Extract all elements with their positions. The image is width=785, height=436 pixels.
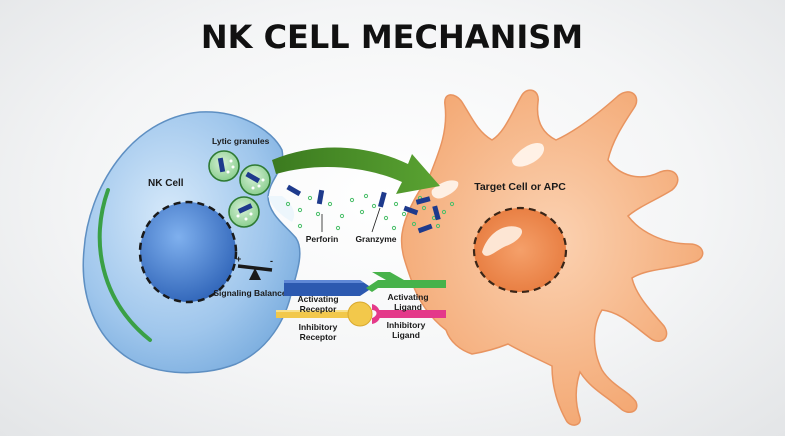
activating-receptor xyxy=(284,280,372,296)
inhibitory-receptor-label-line1: Inhibitory xyxy=(299,322,338,332)
inhibitory-receptor xyxy=(276,301,373,327)
lytic-granule xyxy=(208,150,240,182)
granzyme-label: Granzyme xyxy=(355,234,396,244)
inhibitory-ligand-label-line1: Inhibitory xyxy=(387,320,426,330)
nk-cell: Lytic granules NK Cell + - Signaling Bal… xyxy=(82,111,301,374)
granzyme-pointer xyxy=(371,207,381,233)
perforin-label: Perforin xyxy=(306,234,339,244)
nk-cell-nucleus xyxy=(138,200,238,304)
balance-plus: + xyxy=(236,254,241,264)
balance-minus: - xyxy=(270,256,273,266)
granzyme-bars xyxy=(286,184,441,234)
activating-receptor-label-line2: Receptor xyxy=(300,304,338,314)
inhibitory-ligand xyxy=(372,304,446,324)
nucleus-highlight xyxy=(482,226,523,256)
inhibitory-ligand-label-line2: Ligand xyxy=(392,330,420,340)
activating-ligand-label-line1: Activating xyxy=(387,292,428,302)
target-cell-nucleus xyxy=(472,206,568,294)
target-cell-highlight xyxy=(431,180,459,199)
balance-fulcrum xyxy=(249,268,261,280)
lytic-granule xyxy=(228,196,260,228)
attack-arrow xyxy=(272,147,440,194)
activating-receptor-label-line1: Activating xyxy=(297,294,338,304)
cytoskeleton-arc xyxy=(97,188,152,342)
target-cell-label: Target Cell or APC xyxy=(474,181,566,193)
target-cell xyxy=(400,89,704,426)
lytic-granules-label: Lytic granules xyxy=(212,136,270,146)
inhibitory-receptor-label-line2: Receptor xyxy=(300,332,338,342)
target-cell-highlight xyxy=(512,142,545,167)
activating-ligand-label-line2: Ligand xyxy=(394,302,422,312)
lytic-granule xyxy=(239,164,271,196)
signaling-balance: + - xyxy=(236,254,273,280)
synapse-particles: Perforin Granzyme xyxy=(285,184,455,244)
nk-cell-label: NK Cell xyxy=(148,178,184,189)
page-title: NK CELL MECHANISM xyxy=(201,18,583,56)
signaling-balance-label: Signaling Balance xyxy=(213,288,286,298)
activating-ligand xyxy=(366,272,446,292)
